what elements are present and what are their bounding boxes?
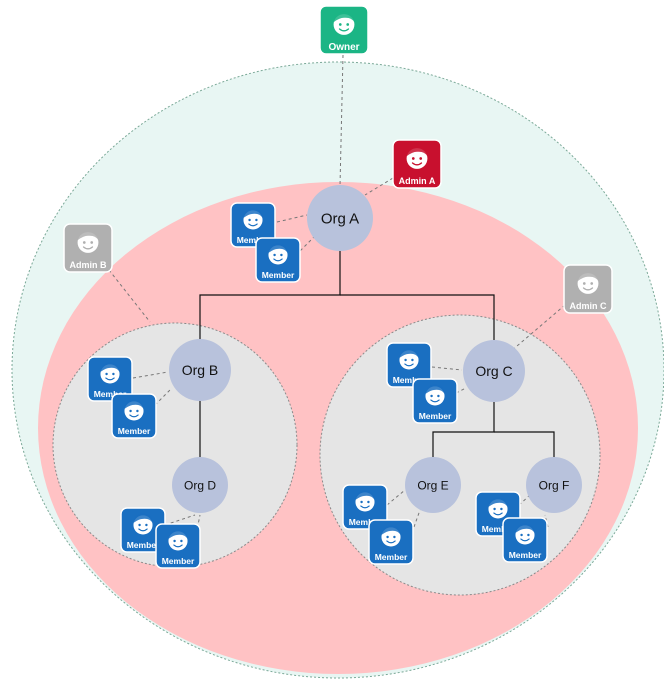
admin-b-badge[interactable]: Admin B — [63, 223, 113, 273]
user-face-icon — [424, 383, 446, 407]
org-d-node[interactable]: Org D — [172, 457, 228, 513]
org-c-circle — [463, 340, 525, 402]
org-e-member-1[interactable]: Member — [342, 484, 388, 530]
org-a-member-1-label: Member — [237, 235, 270, 245]
user-face-icon — [167, 528, 189, 552]
org-e-label: Org E — [417, 478, 448, 492]
org-b-node[interactable]: Org B — [169, 339, 231, 401]
user-face-icon — [354, 489, 376, 513]
org-a-member-2[interactable]: Member — [255, 237, 301, 283]
org-nodes: Org A Org B Org C Org D Org E Org F — [169, 185, 582, 513]
org-c-member-2-label: Member — [419, 411, 452, 421]
admin-c-badge-label: Admin C — [570, 301, 607, 311]
user-face-icon — [405, 145, 429, 170]
org-d-circle — [172, 457, 228, 513]
org-a-node[interactable]: Org A — [307, 185, 373, 251]
org-f-label: Org F — [539, 478, 570, 492]
user-face-icon — [332, 11, 356, 36]
user-face-icon — [576, 270, 600, 295]
user-face-icon — [487, 496, 509, 520]
org-a-member-1[interactable]: Member — [230, 202, 276, 248]
user-face-icon — [76, 229, 100, 254]
org-a-member-2-label: Member — [262, 270, 295, 280]
org-c-member-1-label: Member — [393, 375, 426, 385]
org-d-member-2-label: Member — [162, 556, 195, 566]
hierarchy-lines — [199, 250, 555, 458]
user-face-icon — [380, 524, 402, 548]
owner-badge-label: Owner — [328, 42, 359, 53]
org-a-label: Org A — [321, 210, 359, 227]
org-b-label: Org B — [182, 362, 219, 378]
org-f-member-2[interactable]: Member — [502, 517, 548, 563]
org-b-member-1[interactable]: Member — [87, 356, 133, 402]
user-face-icon — [514, 522, 536, 546]
user-face-icon — [123, 398, 145, 422]
org-d-member-1[interactable]: Member — [120, 507, 166, 553]
org-e-member-2-label: Member — [375, 552, 408, 562]
org-f-member-2-label: Member — [509, 550, 542, 560]
org-c-node[interactable]: Org C — [463, 340, 525, 402]
user-face-icon — [398, 347, 420, 371]
org-c-member-2[interactable]: Member — [412, 378, 458, 424]
org-f-circle — [526, 457, 582, 513]
org-b-member-2-label: Member — [118, 426, 151, 436]
org-d-label: Org D — [184, 478, 216, 492]
org-e-circle — [405, 457, 461, 513]
org-b-circle — [169, 339, 231, 401]
user-face-icon — [267, 242, 289, 266]
admin-c-scope-zone — [319, 314, 601, 596]
org-e-member-2[interactable]: Member — [368, 519, 414, 565]
org-d-member-2[interactable]: Member — [155, 523, 201, 569]
user-face-icon — [132, 512, 154, 536]
org-b-member-2[interactable]: Member — [111, 393, 157, 439]
org-b-member-1-label: Member — [94, 389, 127, 399]
org-f-node[interactable]: Org F — [526, 457, 582, 513]
org-f-member-1-label: Member — [482, 524, 515, 534]
user-face-icon — [242, 207, 264, 231]
owner-badge[interactable]: Owner — [319, 5, 369, 55]
org-c-member-1[interactable]: Member — [386, 342, 432, 388]
user-face-icon — [99, 361, 121, 385]
org-d-member-1-label: Member — [127, 540, 160, 550]
admin-c-badge[interactable]: Admin C — [563, 264, 613, 314]
admin-a-badge[interactable]: Admin A — [392, 139, 442, 189]
org-e-node[interactable]: Org E — [405, 457, 461, 513]
org-c-label: Org C — [475, 363, 512, 379]
org-e-member-1-label: Member — [349, 517, 382, 527]
admin-a-badge-label: Admin A — [399, 176, 436, 186]
admin-b-badge-label: Admin B — [70, 260, 107, 270]
org-a-circle — [307, 185, 373, 251]
